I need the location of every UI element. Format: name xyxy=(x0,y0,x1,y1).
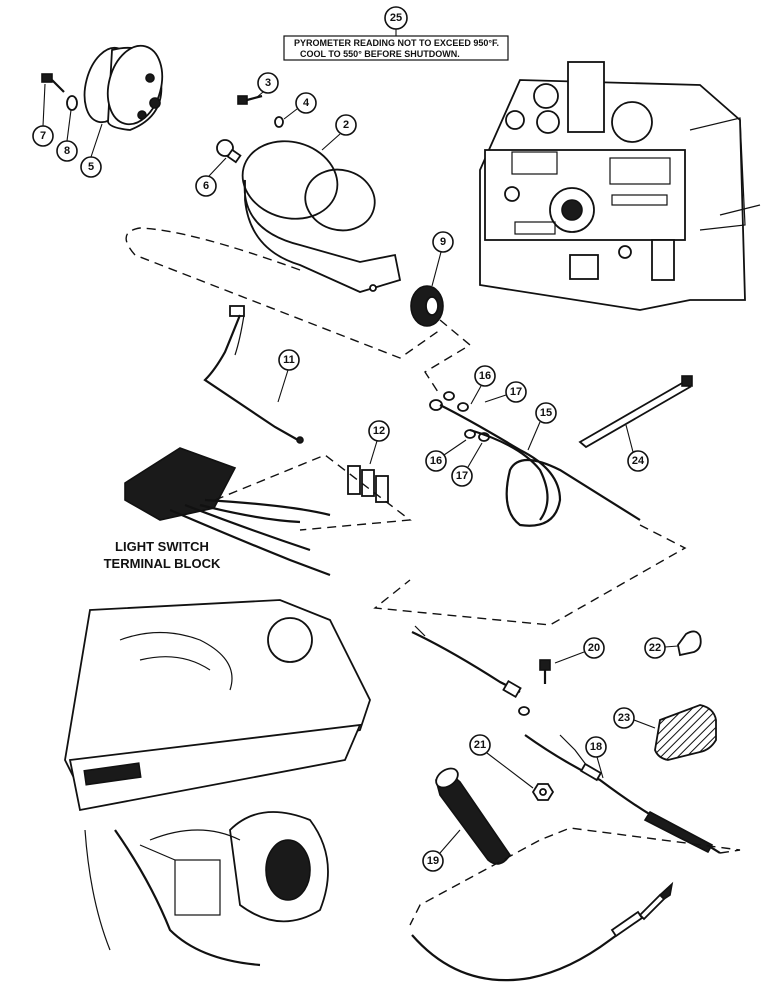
svg-text:9: 9 xyxy=(440,236,446,248)
gauge-bracket-icon xyxy=(241,140,402,293)
terminal-block-icon xyxy=(124,447,331,577)
callout-20: 20 xyxy=(583,637,605,659)
callout-22: 22 xyxy=(644,637,666,659)
callout-15: 15 xyxy=(535,402,557,424)
svg-text:23: 23 xyxy=(618,712,630,724)
callout-7: 7 xyxy=(32,125,54,147)
svg-text:12: 12 xyxy=(373,425,385,437)
callout-18: 18 xyxy=(585,736,607,758)
clip-icon xyxy=(677,630,702,657)
washer-icon xyxy=(274,116,284,128)
screw-icon xyxy=(539,659,551,684)
svg-text:8: 8 xyxy=(64,145,70,157)
pyrometer-gauge-icon xyxy=(83,44,164,131)
svg-text:17: 17 xyxy=(456,470,468,482)
svg-text:16: 16 xyxy=(430,455,442,467)
callout-5: 5 xyxy=(80,156,102,178)
callout-6: 6 xyxy=(195,175,217,197)
dashboard-illustration xyxy=(479,61,761,311)
callout-17b: 17 xyxy=(451,465,473,487)
svg-text:TERMINAL BLOCK: TERMINAL BLOCK xyxy=(104,556,221,571)
nut-icon xyxy=(531,783,555,801)
engine-illustration xyxy=(64,599,371,967)
svg-text:20: 20 xyxy=(588,642,600,654)
light-switch-label: LIGHT SWITCH TERMINAL BLOCK xyxy=(104,539,221,571)
lead-wire-icon xyxy=(429,391,641,527)
callout-12: 12 xyxy=(368,420,390,442)
svg-text:19: 19 xyxy=(427,855,439,867)
callout-16a: 16 xyxy=(474,365,496,387)
callout-4: 4 xyxy=(295,92,317,114)
callout-23: 23 xyxy=(613,707,635,729)
note-line-2: COOL TO 550° BEFORE SHUTDOWN. xyxy=(300,49,460,59)
washer-icon xyxy=(66,95,78,111)
svg-text:16: 16 xyxy=(479,370,491,382)
tie-strap-icon xyxy=(578,375,693,449)
svg-text:6: 6 xyxy=(203,180,209,192)
callout-16b: 16 xyxy=(425,450,447,472)
tube-icon xyxy=(435,767,511,865)
grommet-icon xyxy=(410,285,444,327)
svg-text:11: 11 xyxy=(283,354,295,366)
callout-25: 25 xyxy=(384,6,408,30)
svg-text:7: 7 xyxy=(40,130,46,142)
svg-text:2: 2 xyxy=(343,119,349,131)
svg-text:22: 22 xyxy=(649,642,661,654)
svg-text:15: 15 xyxy=(540,407,552,419)
wiring-harness-icon xyxy=(203,305,304,444)
screw-icon xyxy=(237,94,263,105)
callout-9: 9 xyxy=(432,231,454,253)
callout-3: 3 xyxy=(257,72,279,94)
callout-11: 11 xyxy=(278,349,300,371)
svg-text:3: 3 xyxy=(265,77,271,89)
callout-8: 8 xyxy=(56,140,78,162)
callout-2: 2 xyxy=(335,114,357,136)
svg-text:4: 4 xyxy=(303,97,310,109)
callout-19: 19 xyxy=(422,850,444,872)
svg-text:5: 5 xyxy=(88,161,94,173)
svg-text:LIGHT SWITCH: LIGHT SWITCH xyxy=(115,539,209,554)
svg-text:18: 18 xyxy=(590,741,602,753)
callout-17a: 17 xyxy=(505,381,527,403)
bulb-icon xyxy=(216,139,242,164)
pyrometer-note: 25 PYROMETER READING NOT TO EXCEED 950°F… xyxy=(283,6,509,61)
note-line-1: PYROMETER READING NOT TO EXCEED 950°F. xyxy=(294,38,499,48)
callout-24: 24 xyxy=(627,450,649,472)
svg-text:21: 21 xyxy=(474,739,486,751)
svg-text:25: 25 xyxy=(390,12,402,24)
thermocouple-icon xyxy=(411,881,674,982)
thermocouple-harness-icon xyxy=(524,734,721,854)
callout-21: 21 xyxy=(469,734,491,756)
svg-text:17: 17 xyxy=(510,386,522,398)
svg-text:24: 24 xyxy=(632,455,645,467)
bolt-icon xyxy=(41,73,65,93)
short-lead-icon xyxy=(411,625,530,716)
sleeve-icon xyxy=(654,704,717,761)
connector-icon xyxy=(347,465,389,503)
